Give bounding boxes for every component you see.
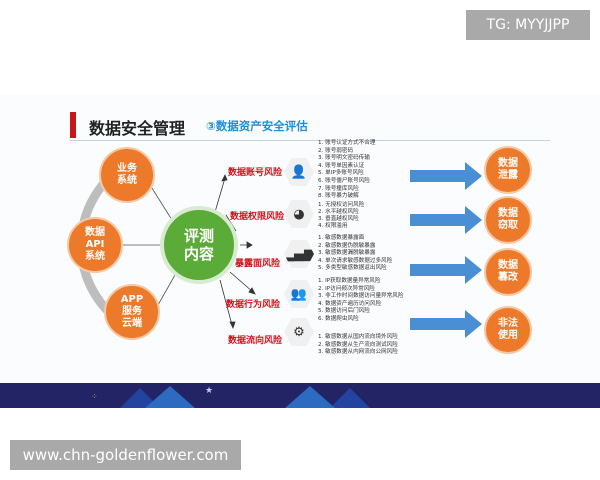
pie-chart-icon: ◕ xyxy=(284,200,314,228)
result-data-tamper: 数据篡改 xyxy=(484,248,532,296)
star-decoration: ★ xyxy=(205,386,214,396)
title-accent-bar xyxy=(70,112,76,138)
slide-subtitle: ③数据资产安全评估 xyxy=(206,119,308,133)
user-icon: 👤 xyxy=(284,158,314,186)
dots-decoration: ⁘ xyxy=(91,392,98,401)
risk-label-exposure: 暴露面风险 xyxy=(235,259,281,269)
risk-label-permission: 数据权限风险 xyxy=(230,212,285,222)
risk-label-behavior: 数据行为风险 xyxy=(226,300,281,310)
slide-title: 数据安全管理 xyxy=(89,119,186,138)
watermark-bottom: www.chn-goldenflower.com xyxy=(10,440,241,470)
result-data-leak: 数据泄露 xyxy=(484,146,532,194)
risk-label-flow: 数据流向风险 xyxy=(228,336,283,346)
watermark-top: TG: MYYJJPP xyxy=(466,10,590,40)
center-evaluation: 评测内容 xyxy=(160,206,238,284)
result-illegal-use: 非法使用 xyxy=(484,306,532,354)
title-divider xyxy=(70,140,550,141)
source-business-system: 业务系统 xyxy=(99,147,155,203)
result-data-theft: 数据窃取 xyxy=(484,196,532,244)
arrows xyxy=(410,162,482,338)
risk-label-account: 数据账号风险 xyxy=(228,168,283,178)
decorative-banner: ⁘ ★ xyxy=(0,383,600,408)
